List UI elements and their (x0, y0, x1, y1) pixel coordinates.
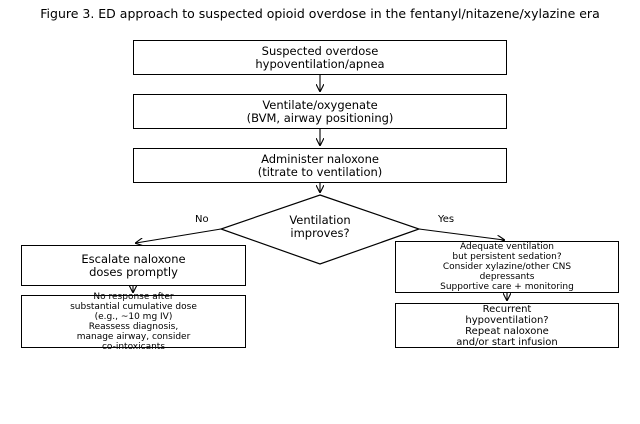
box-line: No response after (93, 291, 174, 302)
box-line: depressants (479, 272, 535, 282)
box-line: hypoventilation? (465, 314, 549, 326)
box-line: Consider xylazine/other CNS (442, 262, 572, 272)
suspected-overdose-box: Suspected overdose hypoventilation/apnea (133, 40, 507, 75)
decision-line: Ventilation (289, 213, 351, 227)
box-line: (BVM, airway positioning) (246, 110, 394, 125)
box-line: hypoventilation/apnea (255, 56, 385, 71)
box-line: Ventilate/oxygenate (262, 97, 378, 112)
box-line: Suspected overdose (261, 43, 379, 58)
box-line: co-intoxicants (101, 341, 166, 352)
decision-label: Ventilation improves? (270, 214, 370, 240)
no-response-box: No response after substantial cumulative… (21, 291, 246, 352)
recurrent-hypoventilation-box: Recurrent hypoventilation? Repeat naloxo… (395, 303, 619, 348)
arrow-decision-to-adequate (418, 228, 504, 240)
figure-title: Figure 3. ED approach to suspected opioi… (40, 6, 600, 21)
ventilate-box: Ventilate/oxygenate (BVM, airway positio… (133, 94, 507, 129)
box-line: Reassess diagnosis, (88, 321, 179, 332)
box-line: Supportive care + monitoring (440, 282, 574, 292)
box-line: but persistent sedation? (452, 252, 562, 262)
naloxone-box: Administer naloxone (titrate to ventilat… (133, 148, 507, 183)
box-line: (e.g., ~10 mg IV) (94, 311, 173, 322)
box-line: doses promptly (89, 264, 178, 279)
decision-diamond (219, 194, 421, 265)
box-line: (titrate to ventilation) (257, 164, 383, 179)
branch-label-yes: Yes (438, 214, 455, 225)
box-line: and/or start infusion (456, 336, 558, 348)
box-line: manage airway, consider (76, 331, 191, 342)
box-line: substantial cumulative dose (70, 301, 197, 312)
box-line: Adequate ventilation (460, 242, 554, 252)
box-line: Recurrent (482, 303, 532, 315)
box-line: Repeat naloxone (465, 325, 549, 337)
decision-line: improves? (290, 226, 350, 240)
branch-label-no: No (195, 214, 209, 225)
arrow-decision-to-escalate (136, 228, 222, 243)
escalate-box: Escalate naloxone doses promptly (21, 245, 246, 286)
box-line: Administer naloxone (261, 151, 379, 166)
box-line: Escalate naloxone (81, 251, 186, 266)
adequate-ventilation-box: Adequate ventilation but persistent seda… (395, 241, 619, 293)
